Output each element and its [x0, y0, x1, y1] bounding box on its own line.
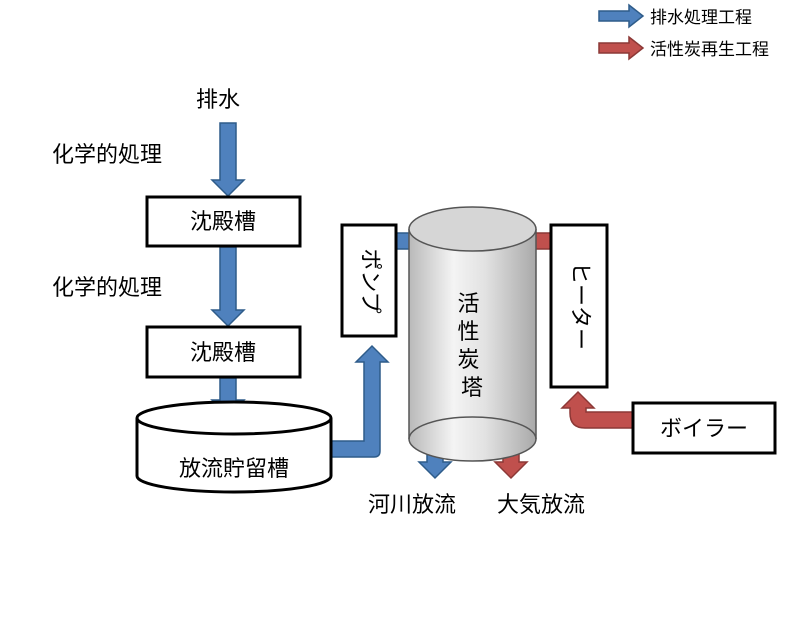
settling-tank-1-label: 沈殿槽: [190, 210, 256, 235]
input-wastewater-label: 排水: [196, 88, 240, 113]
storage-tank: 放流貯留槽: [135, 400, 333, 494]
legend-label-regeneration: 活性炭再生工程: [650, 40, 769, 60]
flow-arrow-intake: [210, 122, 246, 198]
flow-arrow-storage-to-pump: [330, 344, 390, 458]
flow-arrow-boiler-to-heater: [560, 390, 634, 429]
flow-arrow-settling-1-to-2: [210, 246, 246, 328]
carbon-tower: 活 性 炭 塔: [408, 206, 537, 462]
settling-tank-1: [145, 195, 302, 248]
legend: 排水処理工程 活性炭再生工程: [598, 3, 769, 61]
boiler-label: ボイラー: [660, 417, 748, 442]
carbon-tower-label-char: 塔: [461, 376, 483, 401]
carbon-tower-label-char: 炭: [457, 348, 479, 373]
legend-arrow-wastewater: [598, 3, 645, 29]
carbon-tower-label-char: 活: [457, 292, 479, 317]
storage-tank-label: 放流貯留槽: [179, 457, 289, 482]
boiler-box: [631, 401, 777, 455]
heater-box: [549, 223, 609, 389]
legend-arrow-regeneration: [598, 35, 645, 61]
pump-box: [340, 223, 398, 338]
carbon-tower-label-char: 性: [457, 320, 479, 345]
output-river-label: 河川放流: [368, 493, 456, 518]
output-atmosphere-label: 大気放流: [497, 493, 585, 518]
chemical-treatment-label-2: 化学的処理: [52, 276, 162, 301]
settling-tank-2-label: 沈殿槽: [190, 341, 256, 366]
settling-tank-2: [145, 325, 302, 379]
chemical-treatment-label-1: 化学的処理: [52, 143, 162, 168]
pump-label: ポンプ: [357, 248, 382, 313]
legend-label-wastewater: 排水処理工程: [650, 8, 752, 28]
heater-label: ヒーター: [567, 262, 592, 350]
carbon-tower-label: 活 性 炭 塔: [457, 292, 486, 401]
